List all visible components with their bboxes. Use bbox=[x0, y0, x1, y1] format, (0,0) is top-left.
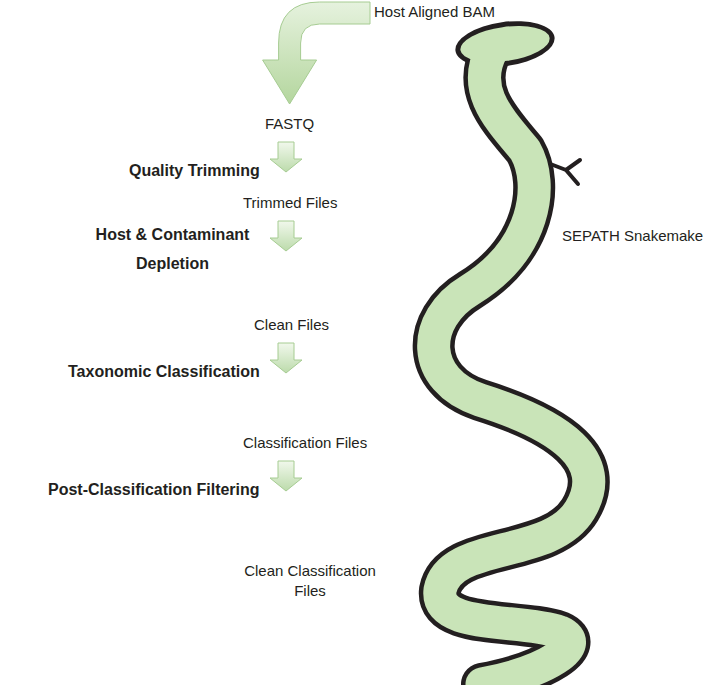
file-node: Trimmed Files bbox=[243, 193, 337, 213]
file-label: FASTQ bbox=[265, 114, 314, 134]
step-label: Post-Classification Filtering bbox=[48, 475, 260, 504]
step-label: Taxonomic Classification bbox=[68, 357, 260, 386]
flow-arrow bbox=[263, 2, 370, 104]
flow-arrow bbox=[270, 343, 302, 373]
flow-arrow bbox=[270, 221, 302, 251]
step-label: Quality Trimming bbox=[129, 156, 260, 185]
file-label: Clean Files bbox=[254, 315, 329, 335]
file-node: Clean Classification Files bbox=[235, 561, 385, 601]
pipeline-name: SEPATH Snakemake bbox=[562, 227, 703, 244]
file-label: Trimmed Files bbox=[243, 193, 337, 213]
file-node: FASTQ bbox=[265, 114, 314, 134]
step-label: Host & Contaminant Depletion bbox=[85, 220, 260, 278]
flow-arrow bbox=[270, 142, 302, 172]
flow-arrow bbox=[270, 461, 302, 491]
file-node: Classification Files bbox=[243, 433, 367, 453]
file-label: Host Aligned BAM bbox=[374, 2, 495, 22]
file-node: Clean Files bbox=[254, 315, 329, 335]
file-node: Host Aligned BAM bbox=[374, 2, 495, 22]
file-label: Clean Classification Files bbox=[235, 561, 385, 601]
file-label: Classification Files bbox=[243, 433, 367, 453]
